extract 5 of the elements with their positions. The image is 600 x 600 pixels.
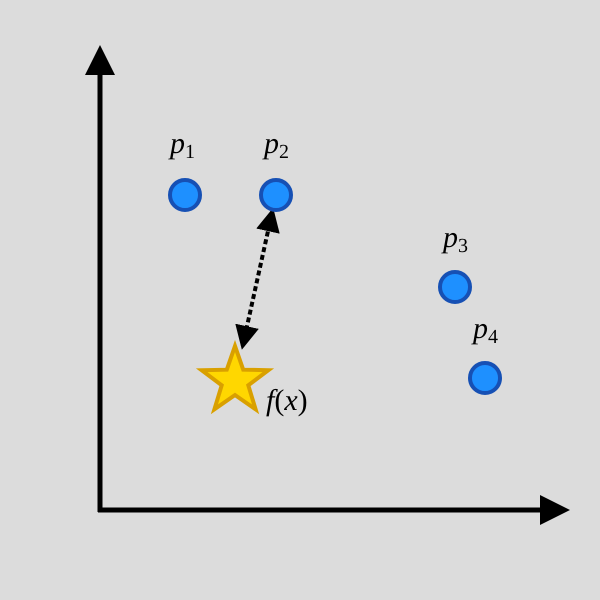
point-label: p$_{4}$: [473, 313, 498, 350]
point-label: p$_{2}$: [264, 128, 289, 165]
point-label: p$_{1}$: [170, 128, 195, 165]
point-label: p$_{3}$: [443, 222, 468, 259]
function-label: f(x): [266, 385, 308, 417]
